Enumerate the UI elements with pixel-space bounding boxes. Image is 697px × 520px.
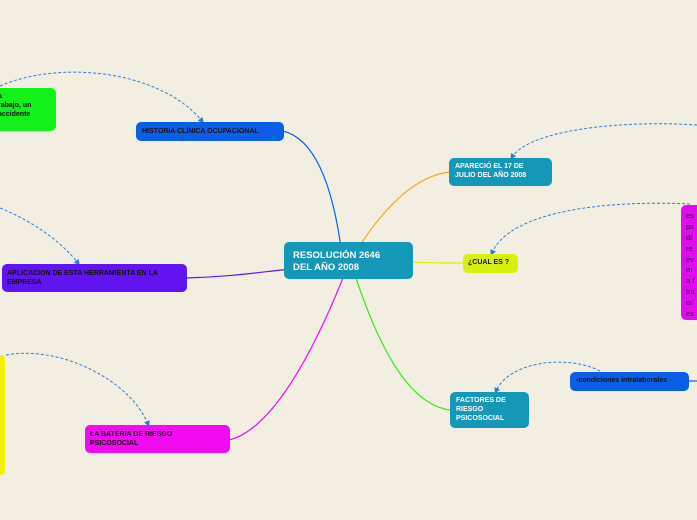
topic-aparecio-label: APARECIÓ EL 17 DE JULIO DEL AÑO 2008 [455,163,527,179]
topic-aplicacion-label: APLICACION DE ESTA HERRAMIENTA EN LA EMP… [7,270,158,286]
dashed-factores-condiciones [494,361,601,394]
topic-factores-label: FACTORES DE RIESGO PSICOSOCIAL [456,397,506,422]
link-aparecio [359,171,451,246]
topic-historia-label: HISTORIA CLÍNICA OCUPACIONAL [142,128,259,135]
dashed-cual-magenta [490,202,691,256]
subtopic-condiciones-intralaborales[interactable]: -condiciones intralaborales [570,372,689,391]
link-aplicacion [185,267,301,279]
topic-aparecio[interactable]: APARECIÓ EL 17 DE JULIO DEL AÑO 2008 [449,158,552,186]
subtopic-magenta-partial[interactable]: es ps di re ev m a f tra or es [681,205,697,320]
central-topic-label: RESOLUCIÓN 2646 DEL AÑO 2008 [293,250,381,273]
topic-bateria-riesgo[interactable]: LA BATERIA DE RIESGO PSICOSOCIAL [85,425,230,453]
topic-aplicacion-herramienta[interactable]: APLICACION DE ESTA HERRAMIENTA EN LA EMP… [2,264,187,292]
subtopic-green-label: a rabajo, un accidente [0,93,32,118]
topic-cual-es[interactable]: ¿CUAL ES ? [463,254,518,273]
dashed-historia-green [0,71,204,124]
central-topic[interactable]: RESOLUCIÓN 2646 DEL AÑO 2008 [284,242,413,279]
subtopic-condiciones-label: -condiciones intralaborales [576,377,668,384]
dashed-bateria-yellow [5,352,150,427]
dashed-aparecio [510,123,697,160]
subtopic-magenta-label: es ps di re ev m a f tra or es [686,211,695,318]
link-bateria [228,277,344,441]
topic-factores-riesgo[interactable]: FACTORES DE RIESGO PSICOSOCIAL [450,392,529,428]
subtopic-green-partial[interactable]: a rabajo, un accidente [0,88,56,131]
dashed-aplicacion [0,207,80,266]
link-historia [282,130,343,256]
link-cual [411,261,464,264]
link-factores [355,277,451,411]
topic-historia-clinica[interactable]: HISTORIA CLÍNICA OCUPACIONAL [136,122,284,141]
topic-bateria-label: LA BATERIA DE RIESGO PSICOSOCIAL [90,431,173,447]
topic-cual-label: ¿CUAL ES ? [468,259,510,266]
subtopic-yellow-partial[interactable] [0,355,5,475]
